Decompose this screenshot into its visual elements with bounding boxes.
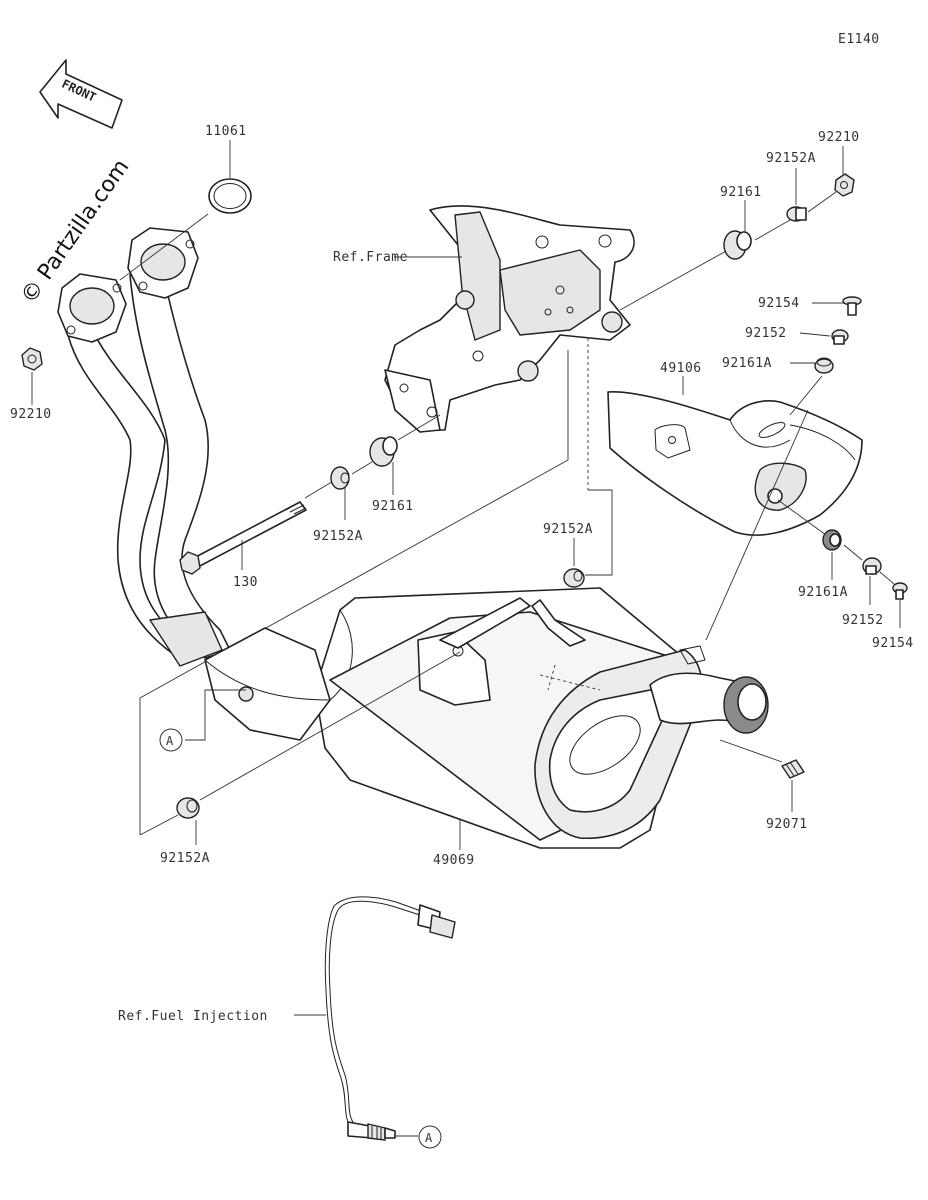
bolt-130 xyxy=(179,501,307,575)
label-92161-mid: 92161 xyxy=(372,499,414,514)
label-92210-right: 92210 xyxy=(818,130,860,145)
label-92154-bottom: 92154 xyxy=(872,636,914,651)
callout-a-lower xyxy=(418,1125,442,1149)
muffler-49069 xyxy=(314,587,769,849)
collar-92152A-right xyxy=(563,568,585,588)
label-92152A-mid: 92152A xyxy=(313,529,363,544)
label-92161-top: 92161 xyxy=(720,185,762,200)
damper-92161-top xyxy=(723,230,752,260)
damper-92161A-bottom xyxy=(822,529,842,551)
label-92152A-right: 92152A xyxy=(543,522,593,537)
label-ref-frame: Ref.Frame xyxy=(333,250,408,265)
catalyst-chamber xyxy=(204,627,331,741)
label-92152-bottom: 92152 xyxy=(842,613,884,628)
front-arrow-icon: FRONT xyxy=(39,59,123,129)
callout-a-upper xyxy=(159,728,183,752)
label-92210-left: 92210 xyxy=(10,407,52,422)
callout-a-upper-letter: A xyxy=(166,734,174,748)
label-92161A-bottom: 92161A xyxy=(798,585,848,600)
callout-a-lower-letter: A xyxy=(425,1131,433,1145)
collar-92152-bottom xyxy=(862,557,882,575)
label-92152-top: 92152 xyxy=(745,326,787,341)
label-49106: 49106 xyxy=(660,361,702,376)
collar-92152A-mid xyxy=(330,466,350,490)
collar-92152A-bottom xyxy=(176,797,200,819)
nut-92210-right xyxy=(834,173,855,197)
oxygen-sensor xyxy=(324,896,456,1141)
exhaust-header-pipes xyxy=(57,227,231,667)
label-92152A-top: 92152A xyxy=(766,151,816,166)
frame-bracket xyxy=(384,205,635,433)
label-92071: 92071 xyxy=(766,817,808,832)
bolt-92154-top xyxy=(842,296,862,316)
o-ring-11061 xyxy=(208,178,252,214)
label-92161A-top: 92161A xyxy=(722,356,772,371)
bolt-92154-bottom xyxy=(892,582,908,600)
diagram-code: E1140 xyxy=(838,32,880,47)
label-ref-fuel-injection: Ref.Fuel Injection xyxy=(118,1009,268,1024)
label-130: 130 xyxy=(233,575,258,590)
collar-92152A-top xyxy=(786,206,807,222)
heat-shield-49106 xyxy=(607,391,863,536)
label-92152A-bottom: 92152A xyxy=(160,851,210,866)
label-49069: 49069 xyxy=(433,853,475,868)
damper-92161-mid xyxy=(369,436,398,467)
rubber-92071 xyxy=(781,759,805,779)
collar-92152-top xyxy=(831,329,849,345)
label-11061: 11061 xyxy=(205,124,247,139)
damper-92161A-top xyxy=(814,357,834,374)
nut-92210-left xyxy=(21,347,43,371)
label-92154-top: 92154 xyxy=(758,296,800,311)
